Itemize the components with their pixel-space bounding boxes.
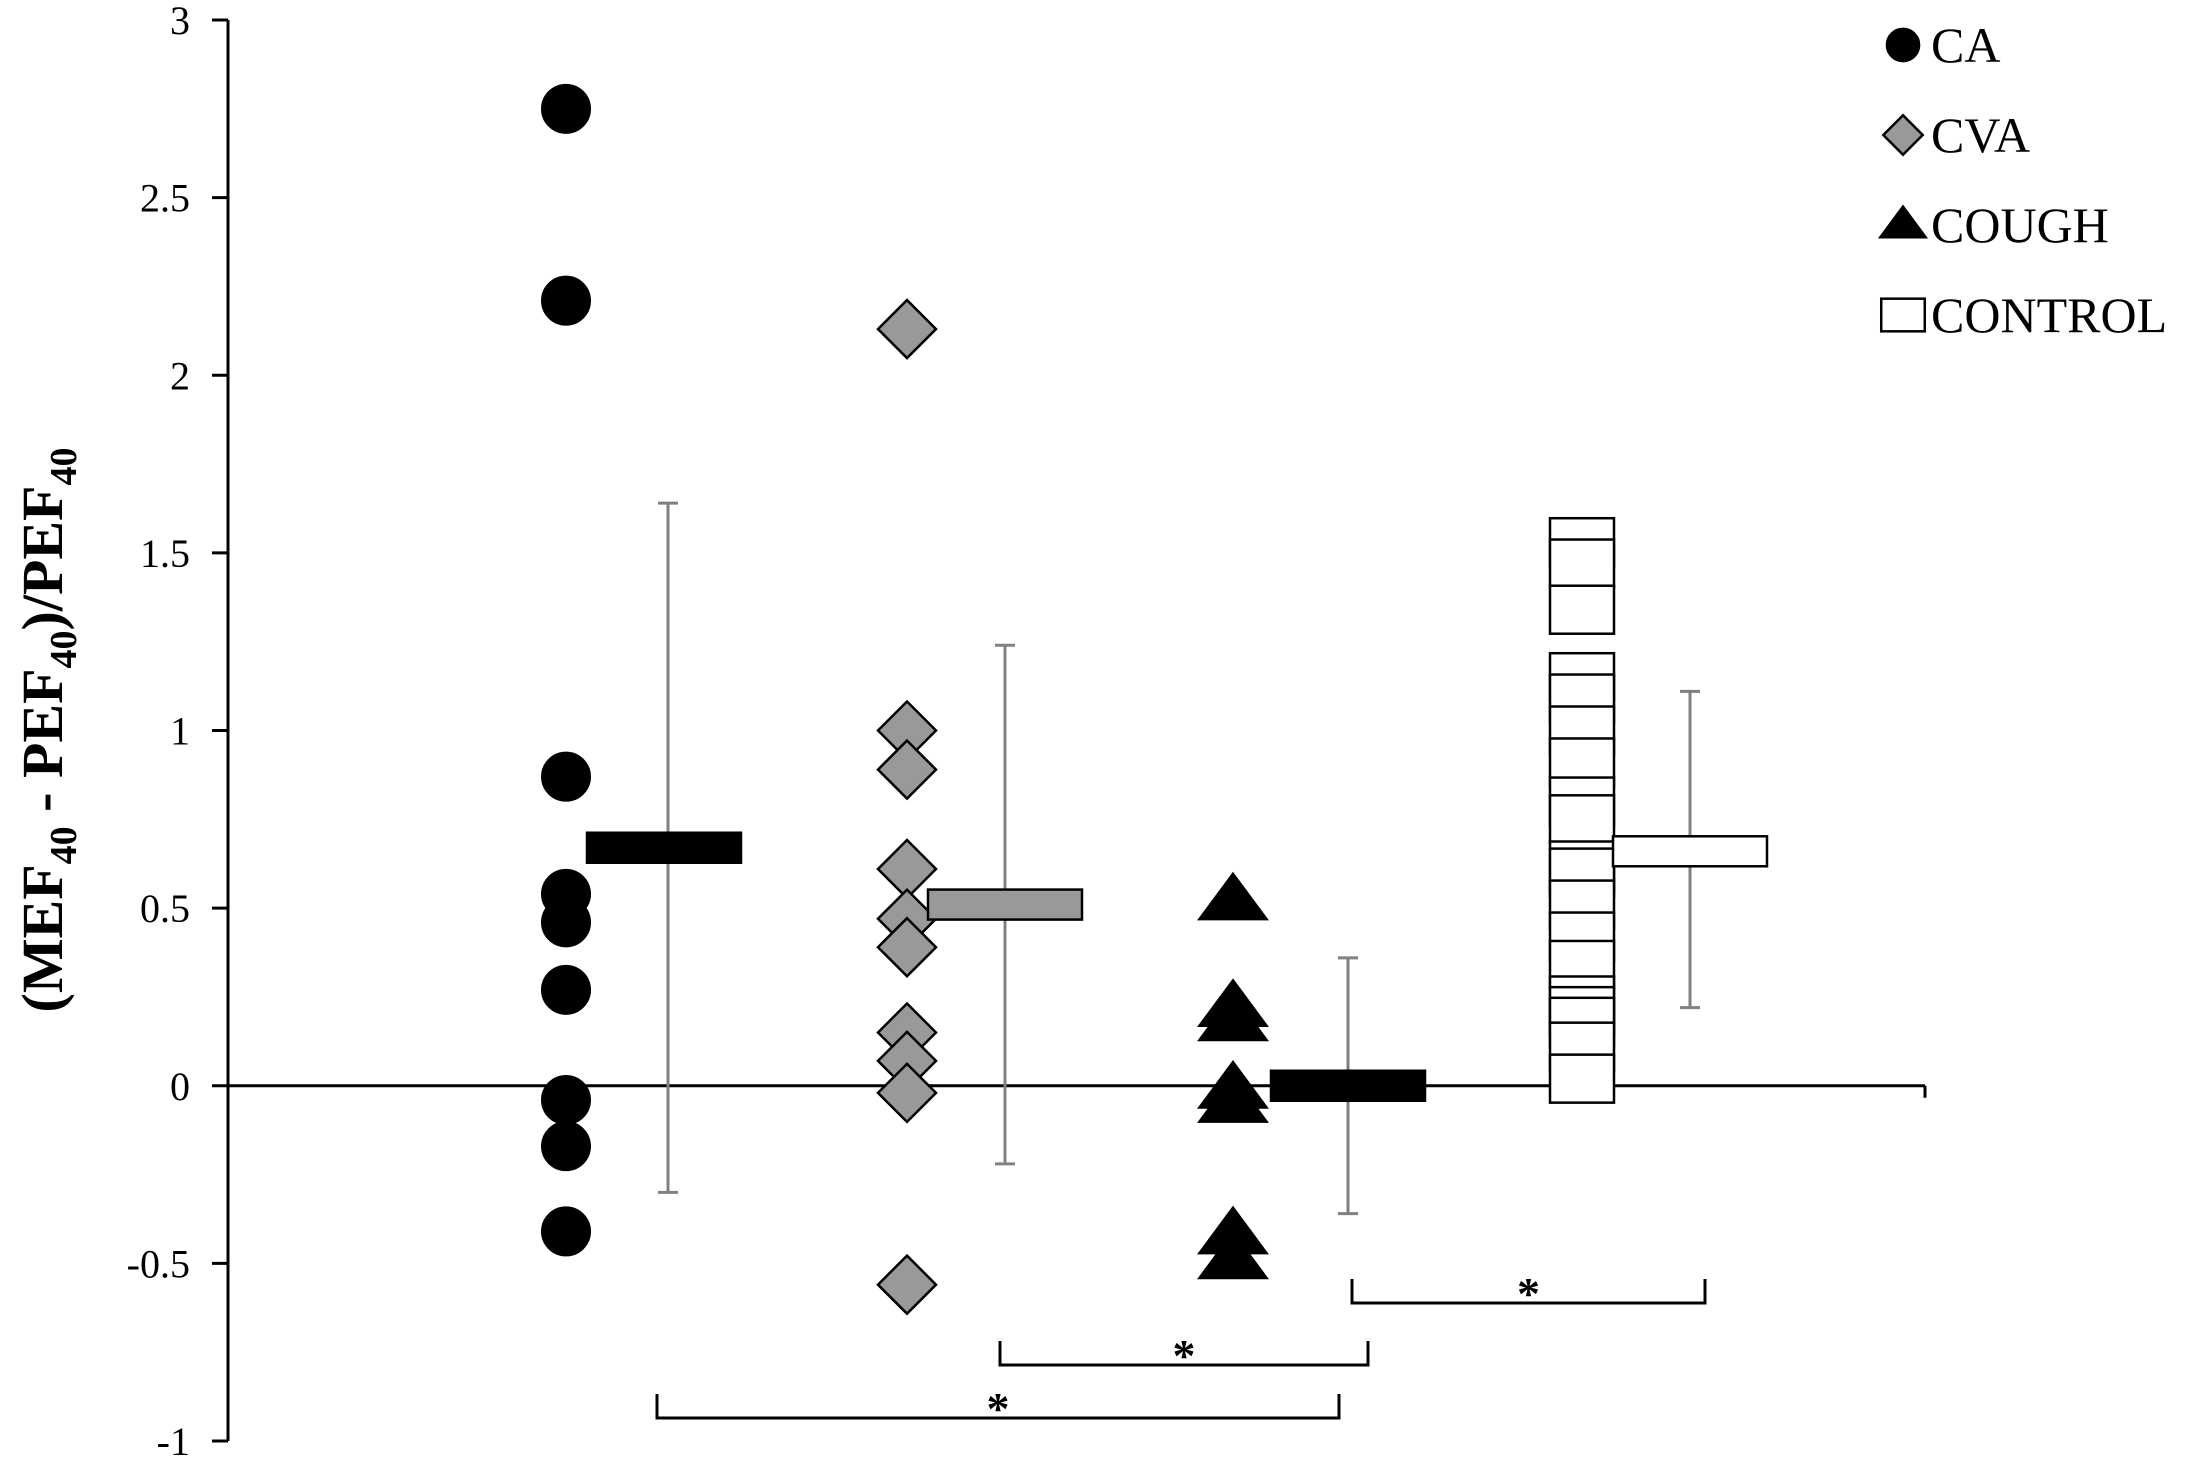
mean-bar-cough <box>1269 1069 1427 1102</box>
y-title-subscript: 40 <box>43 630 85 668</box>
significance-bracket <box>1350 1279 1707 1305</box>
data-point-control <box>1548 584 1616 635</box>
mean-bars <box>585 831 1769 1102</box>
data-point-ca <box>541 275 591 326</box>
error-bars <box>658 501 1700 1216</box>
data-points <box>541 83 1616 1316</box>
legend-marker-cva <box>1881 113 1925 157</box>
data-point-control <box>1548 538 1616 589</box>
y-title-part: )/PEF <box>10 485 75 630</box>
legend-label-control: CONTROL <box>1931 287 2167 343</box>
mean-bar-control <box>1611 835 1769 868</box>
data-point-cva <box>876 1253 938 1316</box>
significance-label: * <box>987 1383 1010 1434</box>
y-tick-label: -0.5 <box>127 1241 190 1286</box>
y-tick-label: 3 <box>170 0 190 43</box>
data-point-ca <box>541 751 591 802</box>
significance-label: * <box>1173 1330 1196 1381</box>
data-point-cva <box>876 916 938 978</box>
data-point-control <box>1548 794 1616 845</box>
data-point-ca <box>541 964 591 1015</box>
y-title-part: - PEF <box>10 668 75 826</box>
y-tick-label: 2 <box>170 353 190 398</box>
y-tick-label: 0.5 <box>140 886 190 931</box>
y-tick-label: 2.5 <box>140 176 190 221</box>
mean-bar-cva <box>926 888 1084 921</box>
legend-marker-ca <box>1885 27 1921 63</box>
y-title-part: (MEF <box>10 864 75 1012</box>
y-axis-title: (MEF40 - PEF40)/PEF40 <box>10 447 85 1012</box>
y-tick-label: 1.5 <box>140 531 190 576</box>
significance-bracket <box>998 1341 1370 1367</box>
mean-bar-ca <box>585 831 743 864</box>
data-point-control <box>1548 1053 1616 1104</box>
y-tick-label: -1 <box>157 1419 190 1461</box>
significance-bracket <box>655 1394 1341 1420</box>
data-point-cough <box>1197 992 1269 1042</box>
legend-label-cough: COUGH <box>1931 197 2109 253</box>
legend-marker-cough <box>1877 204 1929 239</box>
y-tick-label: 0 <box>170 1064 190 1109</box>
data-point-ca <box>541 1206 591 1257</box>
legend-label-cva: CVA <box>1931 107 2030 163</box>
data-point-cva <box>876 1062 938 1124</box>
data-point-ca <box>541 1074 591 1125</box>
significance-label: * <box>1517 1268 1540 1319</box>
data-point-ca <box>541 1121 591 1172</box>
data-point-cva <box>876 298 938 360</box>
data-point-cough <box>1197 1074 1269 1123</box>
y-title-subscript: 40 <box>43 447 85 485</box>
y-tick-label: 1 <box>170 709 190 754</box>
legend-marker-control <box>1879 297 1927 333</box>
data-point-ca <box>541 83 591 134</box>
data-point-cough <box>1197 871 1269 921</box>
data-point-cough <box>1197 1230 1269 1280</box>
axes: 3 2.5 2 1.5 1 0.5 0 -0.5 -1 <box>127 0 1927 1464</box>
y-title-subscript: 40 <box>43 826 85 864</box>
legend: CA CVA COUGH CONTROL <box>1877 17 2167 343</box>
legend-label-ca: CA <box>1931 17 2000 73</box>
significance-brackets: * * * <box>655 1268 1707 1434</box>
data-point-ca <box>541 897 591 948</box>
data-point-cva <box>876 738 938 801</box>
